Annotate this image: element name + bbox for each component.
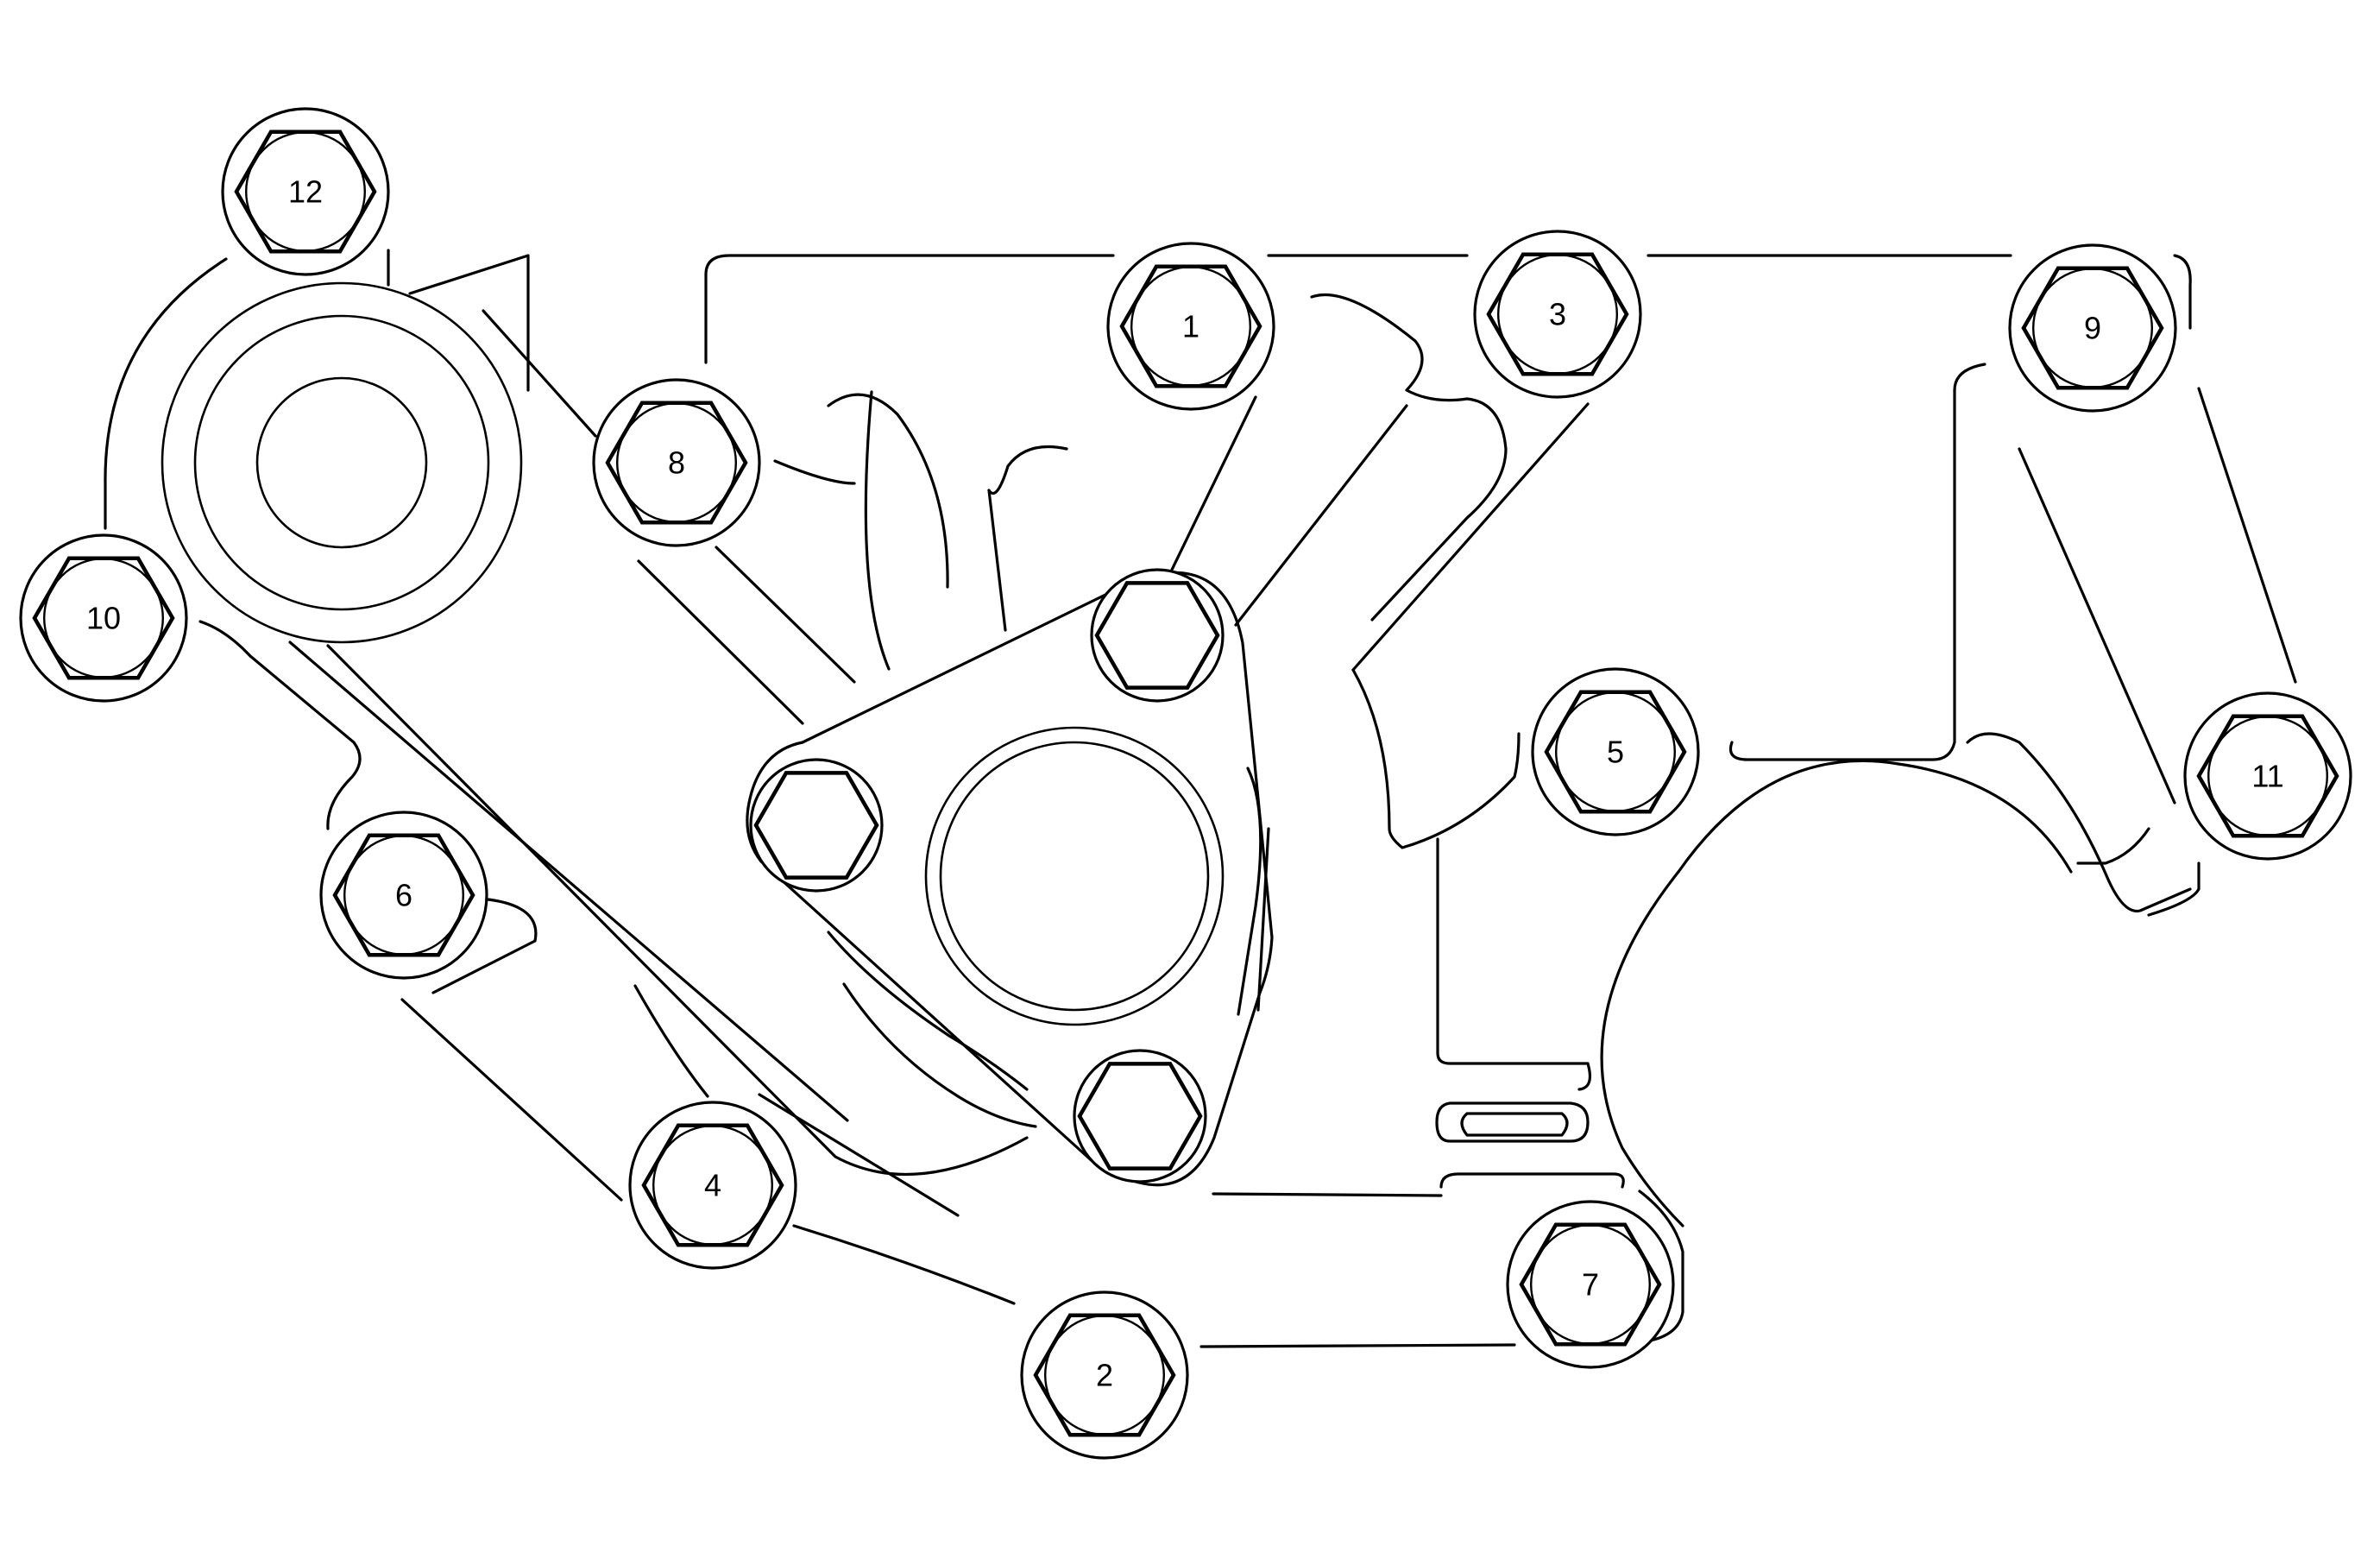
flange-bolt: [749, 758, 884, 893]
bolt-washer: [652, 1124, 774, 1246]
hex-bolt-head-icon: [1033, 1313, 1176, 1437]
bolt-washer: [1043, 1314, 1165, 1436]
flange-bolt: [1073, 1049, 1207, 1183]
flange-bolt-boss: [1073, 1049, 1207, 1183]
bolt-7: 7: [1506, 1200, 1675, 1369]
bolt-washer: [2207, 716, 2328, 837]
bolt-label: 2: [1096, 1358, 1113, 1393]
pulley-boss: [161, 281, 523, 644]
hex-bolt-head-icon: [753, 771, 879, 880]
hex-bolt-head-icon: [32, 556, 175, 680]
bolt-washer: [2031, 268, 2153, 389]
bolt-9: 9: [2008, 243, 2177, 413]
bolt-washer: [245, 130, 367, 253]
flange-bolt-boss: [749, 758, 884, 893]
hex-bolt-head-icon: [2196, 714, 2339, 838]
bolt-label: 7: [1582, 1267, 1599, 1303]
hex-bolt-head-icon: [1094, 581, 1220, 690]
bolt-12: 12: [221, 107, 390, 276]
bolt-6: 6: [319, 811, 488, 980]
bolt-2: 2: [1020, 1290, 1189, 1460]
bolt-washer: [1496, 254, 1618, 375]
bolt-label: 12: [288, 174, 323, 210]
hex-bolt-head-icon: [1077, 1062, 1203, 1171]
bolt-label: 4: [704, 1168, 721, 1203]
flange-bolt-boss: [1090, 568, 1225, 703]
bolt-label: 1: [1182, 309, 1199, 344]
bolt-10: 10: [19, 533, 188, 703]
bolt-label: 5: [1607, 735, 1624, 770]
bolt-11: 11: [2183, 691, 2352, 861]
bolt-washer: [343, 835, 465, 956]
bolt-label: 9: [2084, 311, 2101, 346]
hex-bolt-head-icon: [2021, 266, 2164, 390]
bolt-3: 3: [1473, 230, 1642, 399]
bolt-washer: [1130, 266, 1251, 388]
bolt-washer: [1554, 691, 1676, 813]
hex-bolt-head-icon: [605, 401, 748, 525]
bolt-4: 4: [628, 1101, 797, 1270]
hex-bolt-head-icon: [1119, 264, 1262, 388]
hex-bolt-head-icon: [234, 129, 377, 254]
hex-bolt-head-icon: [1544, 690, 1687, 814]
flange-bolts: [749, 568, 1225, 1183]
hex-bolt-head-icon: [1486, 252, 1629, 376]
bolt-label: 6: [395, 878, 412, 913]
housing-outline: [104, 249, 2297, 1348]
bolt-label: 10: [86, 601, 121, 636]
bolt-washer: [1529, 1223, 1651, 1345]
hex-bolt-head-icon: [1519, 1222, 1662, 1347]
bolt-washer: [616, 402, 738, 524]
bolt-5: 5: [1531, 667, 1700, 836]
bolt-label: 11: [2251, 759, 2283, 794]
bolt-label: 8: [668, 445, 685, 481]
bolt-washer: [42, 558, 165, 679]
bolt-1: 1: [1106, 242, 1275, 411]
hex-bolt-head-icon: [641, 1123, 784, 1247]
flange-bolt: [1090, 568, 1225, 703]
bolt-label: 3: [1549, 297, 1566, 332]
hex-bolt-head-icon: [332, 833, 475, 957]
bolt-8: 8: [592, 378, 761, 547]
